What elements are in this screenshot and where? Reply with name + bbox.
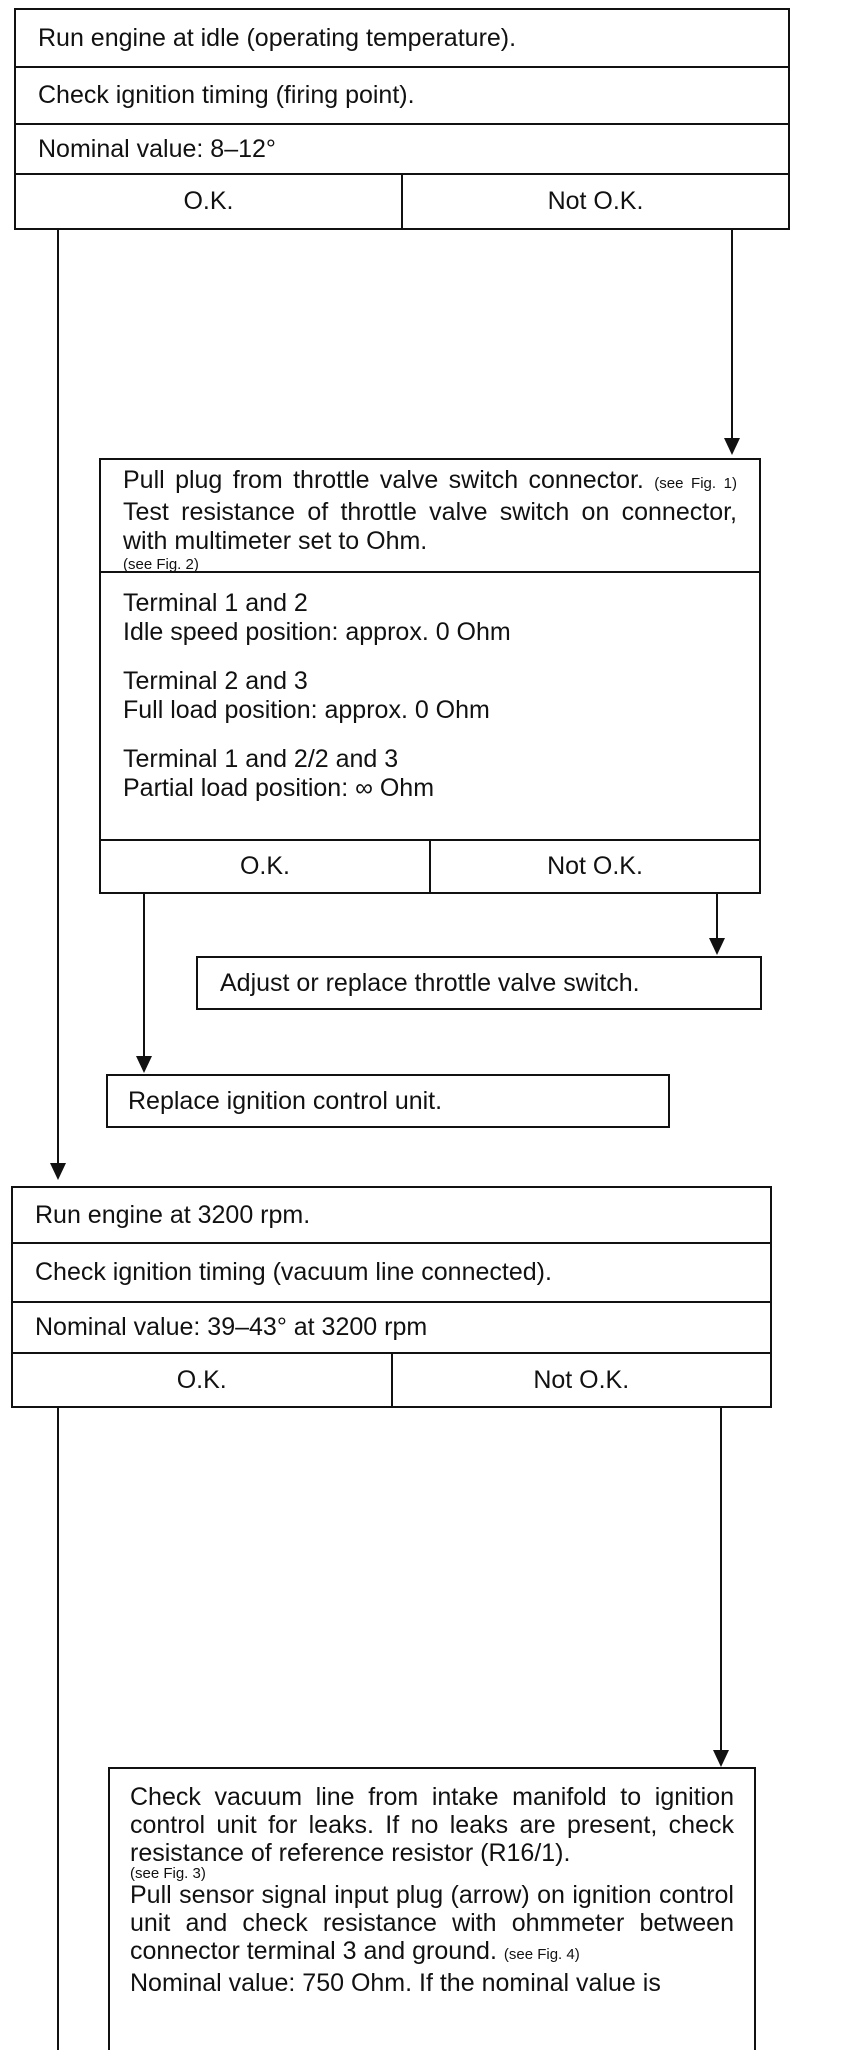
step3-not-ok: Not O.K.	[533, 1365, 630, 1394]
adjust-switch-text: Adjust or replace throttle valve switch.	[220, 969, 640, 997]
step1-line2: Check ignition timing (firing point).	[16, 68, 788, 125]
step2-ref-fig2: (see Fig. 2)	[123, 556, 199, 573]
step1-outcome-row: O.K. Not O.K.	[16, 175, 788, 228]
step2-ref-fig1: (see Fig. 1)	[654, 475, 738, 492]
step2-ok: O.K.	[101, 841, 431, 892]
step2-tests: Terminal 1 and 2 Idle speed position: ap…	[101, 573, 759, 841]
connector-step1-notok	[731, 230, 733, 438]
arrowhead-step1-ok	[50, 1163, 66, 1180]
step1-line1: Run engine at idle (operating temperatur…	[16, 10, 788, 68]
step1-ok: O.K.	[16, 175, 403, 228]
step2-box: Pull plug from throttle valve switch con…	[99, 458, 761, 894]
step2-not-ok: Not O.K.	[547, 852, 643, 880]
step2-entry-1-position: Idle speed position: approx. 0 Ohm	[123, 618, 511, 646]
step3-ok: O.K.	[13, 1354, 393, 1406]
connector-step2-notok	[716, 894, 718, 938]
step4-ref-fig4: (see Fig. 4)	[503, 1946, 580, 1963]
arrowhead-step2-ok	[136, 1056, 152, 1073]
step1-not-ok: Not O.K.	[547, 187, 644, 215]
replace-unit-box: Replace ignition control unit.	[106, 1074, 670, 1128]
step2-entry-2-terminal: Terminal 2 and 3	[123, 667, 308, 695]
step2-entry-1: Terminal 1 and 2 Idle speed position: ap…	[101, 585, 759, 647]
connector-step3-notok	[720, 1408, 722, 1750]
connector-step1-ok-trunk	[57, 230, 59, 1163]
step4-text: Check vacuum line from intake manifold t…	[110, 1769, 754, 1997]
step2-entry-2: Terminal 2 and 3 Full load position: app…	[101, 663, 759, 725]
step2-entry-3-position: Partial load position: ∞ Ohm	[123, 774, 435, 802]
replace-unit-text: Replace ignition control unit.	[128, 1087, 443, 1115]
step2-instructions: Pull plug from throttle valve switch con…	[101, 460, 759, 573]
step3-box: Run engine at 3200 rpm. Check ignition t…	[11, 1186, 772, 1408]
step3-outcome-row: O.K. Not O.K.	[13, 1354, 770, 1406]
step2-intro-2: Test resistance of throttle valve switch…	[123, 498, 737, 555]
adjust-switch-box: Adjust or replace throttle valve switch.	[196, 956, 762, 1010]
connector-step3-ok-trunk	[57, 1408, 59, 2050]
step2-outcome-row: O.K. Not O.K.	[101, 841, 759, 892]
step3-line1: Run engine at 3200 rpm.	[13, 1188, 770, 1244]
step2-entry-1-terminal: Terminal 1 and 2	[123, 589, 308, 617]
arrowhead-step3-notok	[713, 1750, 729, 1767]
step4-ref-fig3: (see Fig. 3)	[130, 1865, 206, 1882]
step1-box: Run engine at idle (operating temperatur…	[14, 8, 790, 230]
step2-entry-3: Terminal 1 and 2/2 and 3 Partial load po…	[101, 741, 759, 803]
connector-step2-ok	[143, 894, 145, 1056]
step4-p2: Pull sensor signal input plug (arrow) on…	[130, 1881, 734, 1965]
step4-p1: Check vacuum line from intake manifold t…	[130, 1783, 734, 1867]
step2-entry-2-position: Full load position: approx. 0 Ohm	[123, 696, 490, 724]
step2-intro-1: Pull plug from throttle valve switch con…	[123, 466, 644, 494]
step4-box: Check vacuum line from intake manifold t…	[108, 1767, 756, 2050]
step1-nominal: Nominal value: 8–12°	[16, 125, 788, 175]
step2-entry-3-terminal: Terminal 1 and 2/2 and 3	[123, 745, 399, 773]
arrowhead-step2-notok	[709, 938, 725, 955]
step3-nominal: Nominal value: 39–43° at 3200 rpm	[13, 1303, 770, 1354]
step4-p3: Nominal value: 750 Ohm. If the nominal v…	[130, 1969, 661, 1997]
arrowhead-step1-notok	[724, 438, 740, 455]
step3-line2: Check ignition timing (vacuum line conne…	[13, 1244, 770, 1303]
